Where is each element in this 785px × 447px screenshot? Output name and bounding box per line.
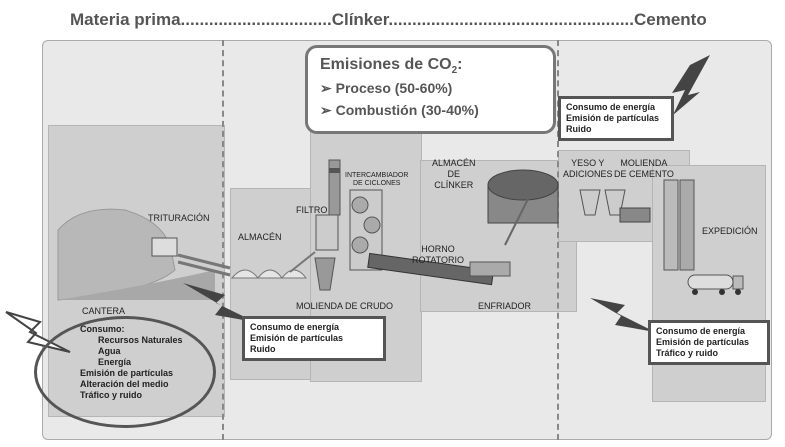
- co2-subscript: 2: [451, 65, 458, 77]
- header-cemento: Cemento: [634, 10, 707, 29]
- cement-mill: [619, 207, 651, 223]
- cantera-impacts-oval: [34, 316, 216, 428]
- cantera-emision: Emisión de partículas: [80, 368, 174, 378]
- conveyor-1: [177, 253, 231, 270]
- impact-box-clinker: Consumo de energía Emisión de partículas…: [242, 316, 386, 361]
- crusher-machine: [151, 237, 178, 257]
- clinker-conveyor: [504, 174, 541, 246]
- truck-cab: [732, 275, 744, 290]
- impact-line: Ruido: [250, 344, 276, 354]
- emissions-combustion: ➢ Combustión (30-40%): [320, 102, 479, 118]
- chimney-band: [329, 168, 340, 173]
- lightning-clinker: [183, 283, 255, 322]
- label-almacen: ALMACÉN: [238, 232, 282, 242]
- emissions-proceso: ➢ Proceso (50-60%): [320, 80, 453, 96]
- impact-box-cemento: Consumo de energía Emisión de partículas…: [558, 96, 674, 141]
- header-clinker: Clínker: [331, 10, 389, 29]
- cantera-alteracion: Alteración del medio: [80, 379, 169, 389]
- label-filtro: FILTRO: [296, 205, 328, 215]
- lightning-expedicion: [590, 298, 655, 332]
- impact-line: Consumo de energía: [566, 102, 656, 112]
- separator-2: [557, 40, 559, 440]
- label-enfriador: ENFRIADOR: [478, 301, 532, 311]
- separator-1: [222, 40, 224, 440]
- cooler: [469, 261, 511, 277]
- cantera-consumo: Consumo:: [80, 324, 125, 334]
- lightning-cemento: [672, 55, 710, 115]
- storage-piles: [230, 269, 308, 279]
- truck-tank: [687, 274, 734, 290]
- conveyor-2: [177, 260, 231, 277]
- truck-wheel-2: [719, 289, 725, 295]
- label-trituracion: TRITURACIÓN: [148, 213, 210, 223]
- impact-line: Consumo de energía: [656, 326, 746, 336]
- impact-line: Emisión de partículas: [566, 113, 660, 123]
- cantera-recursos: Recursos Naturales: [98, 335, 183, 345]
- cantera-agua: Agua: [98, 346, 121, 356]
- rotary-kiln: [367, 252, 495, 286]
- cement-silo-1: [663, 179, 679, 271]
- filter-unit: [315, 214, 339, 251]
- raw-mill: [314, 257, 336, 291]
- label-molienda-crudo: MOLIENDA DE CRUDO: [296, 301, 394, 311]
- header-dots-1: ................................: [180, 10, 332, 29]
- truck-wheel-1: [692, 289, 698, 295]
- cement-silo-2: [679, 179, 695, 271]
- impact-line: Ruido: [566, 124, 592, 134]
- impact-line: Emisión de partículas: [250, 333, 344, 343]
- header-dots-2: ........................................…: [388, 10, 634, 29]
- clinker-dome: [487, 169, 559, 201]
- header-line: Materia prima...........................…: [70, 10, 707, 30]
- quarry-ground: [58, 270, 215, 300]
- additive-hoppers: [579, 189, 626, 216]
- cantera-energia: Energía: [98, 357, 132, 367]
- storage-conveyor: [289, 251, 316, 273]
- emissions-title: Emisiones de CO2:: [320, 56, 463, 77]
- label-expedicion: EXPEDICIÓN: [702, 226, 758, 236]
- impact-line: Consumo de energía: [250, 322, 340, 332]
- cantera-trafico: Tráfico y ruido: [80, 390, 143, 400]
- cyclone-3: [351, 236, 369, 254]
- label-cantera: CANTERA: [82, 306, 126, 316]
- truck-wheel-3: [735, 289, 741, 295]
- emissions-box: Emisiones de CO2: ➢ Proceso (50-60%) ➢ C…: [305, 45, 556, 134]
- impact-box-expedicion: Consumo de energía Emisión de partículas…: [648, 320, 770, 365]
- cyclone-2: [363, 216, 381, 234]
- impact-line: Emisión de partículas: [656, 337, 750, 347]
- impact-line: Tráfico y ruido: [656, 348, 719, 358]
- cyclone-1: [351, 196, 369, 214]
- header-materia-prima: Materia prima: [70, 10, 181, 29]
